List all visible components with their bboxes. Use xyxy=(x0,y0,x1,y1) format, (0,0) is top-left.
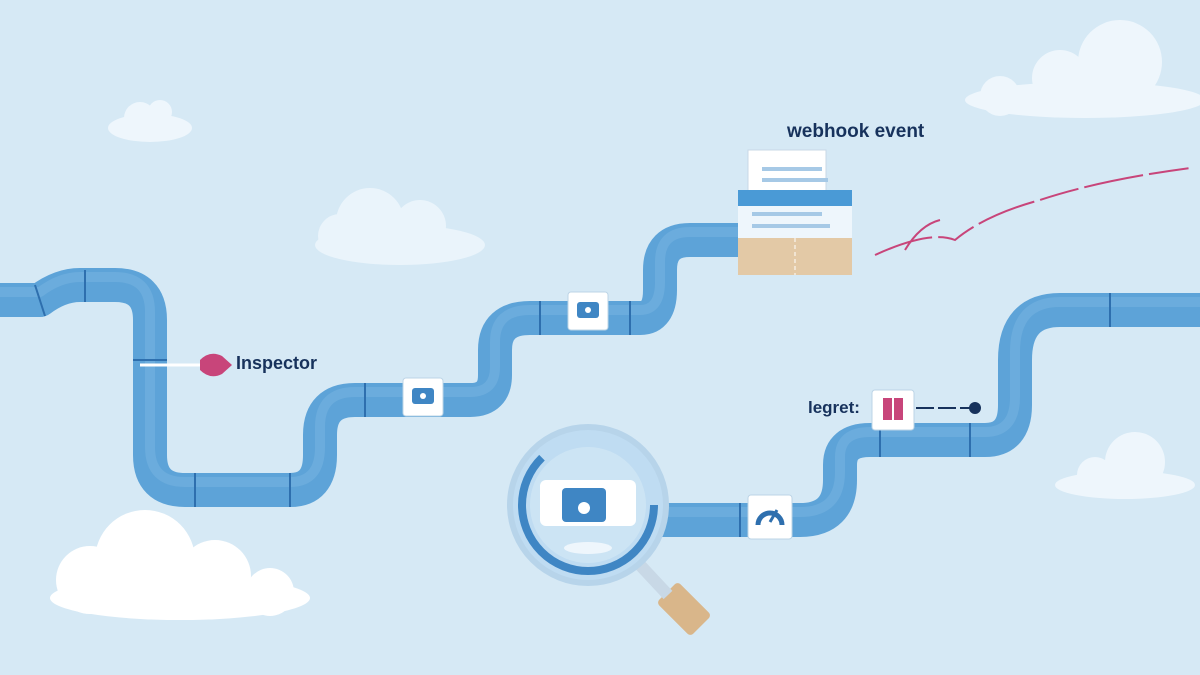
cloud-bottom-right xyxy=(1055,432,1195,499)
cloud-top-right xyxy=(965,20,1200,118)
cloud-mid-left xyxy=(315,188,485,265)
inspector-label: Inspector xyxy=(236,353,318,373)
cloud-top-left xyxy=(108,100,192,142)
pipeline-main xyxy=(0,223,740,507)
legret-label: legret: xyxy=(808,398,860,417)
pipe-seams xyxy=(34,270,631,507)
cloud-bottom-left xyxy=(50,510,310,620)
motion-trail-hook xyxy=(904,219,941,251)
speedometer-node-icon xyxy=(747,494,793,540)
lock-node-icon xyxy=(402,377,444,417)
magnifier-icon xyxy=(507,424,710,635)
pipe-seams-secondary xyxy=(739,293,1111,537)
webhook-event-label: webhook event xyxy=(787,121,925,142)
envelope-icon xyxy=(738,149,852,275)
motion-trail xyxy=(874,167,1191,256)
package-node-icon xyxy=(871,389,981,431)
lock-node-icon xyxy=(567,291,609,331)
arrow-pointer-icon xyxy=(140,353,232,377)
pipeline-secondary xyxy=(640,293,1200,537)
